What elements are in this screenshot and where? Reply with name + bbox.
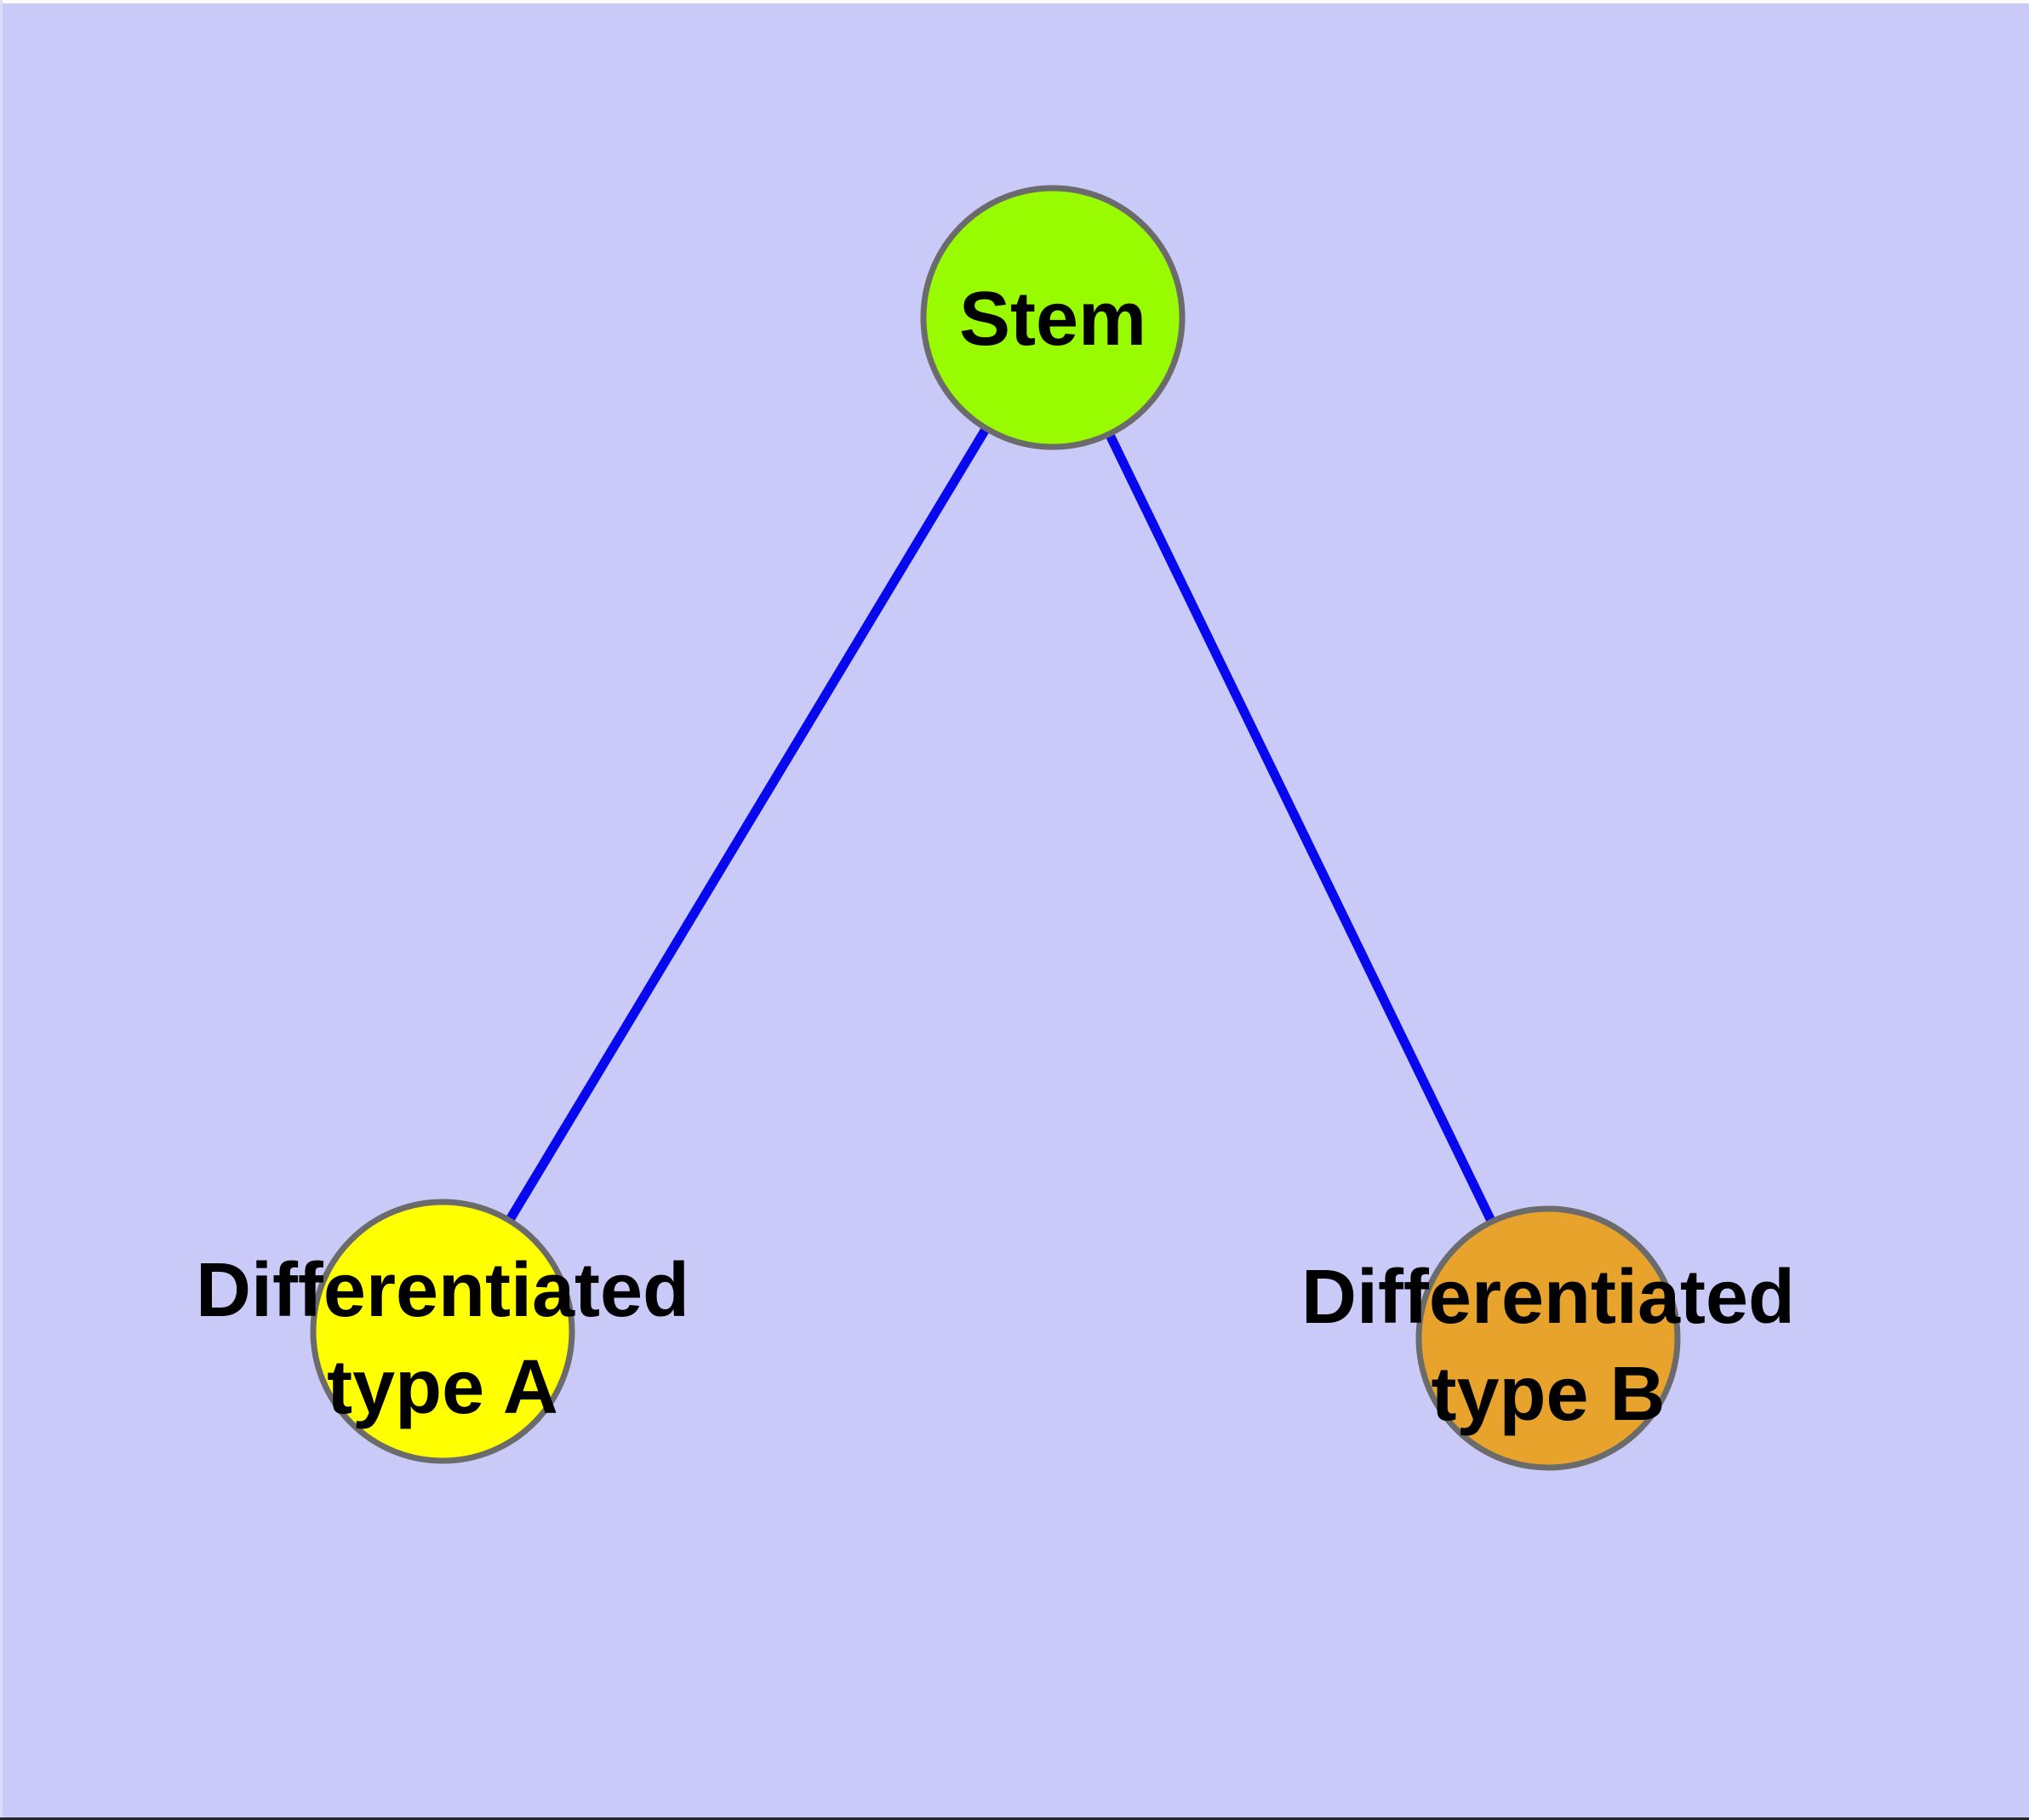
node-label-line-type-b-1: type B — [1431, 1352, 1665, 1437]
node-type-a — [310, 1199, 575, 1464]
edge-stem-type-b — [1049, 315, 1552, 1341]
top-edge-strip — [0, 0, 2029, 3]
node-label-stem: Stem — [959, 277, 1146, 362]
node-type-b — [1415, 1205, 1681, 1471]
node-label-line-type-a-1: type A — [327, 1345, 558, 1430]
node-stem — [920, 185, 1186, 450]
edge-stem-type-a — [438, 315, 1057, 1334]
bottom-edge-strip — [0, 1817, 2029, 1820]
nodes-layer — [310, 185, 1681, 1471]
node-label-line-type-a-0: Differentiated — [196, 1248, 689, 1333]
edges-layer — [438, 315, 1552, 1341]
left-edge-strip — [0, 0, 3, 1820]
node-label-type-b: Differentiated type B — [1301, 1255, 1795, 1437]
node-label-line-type-b-0: Differentiated — [1301, 1255, 1795, 1340]
node-label-type-a: Differentiated type A — [196, 1248, 689, 1430]
node-label-line-stem-0: Stem — [959, 277, 1146, 362]
